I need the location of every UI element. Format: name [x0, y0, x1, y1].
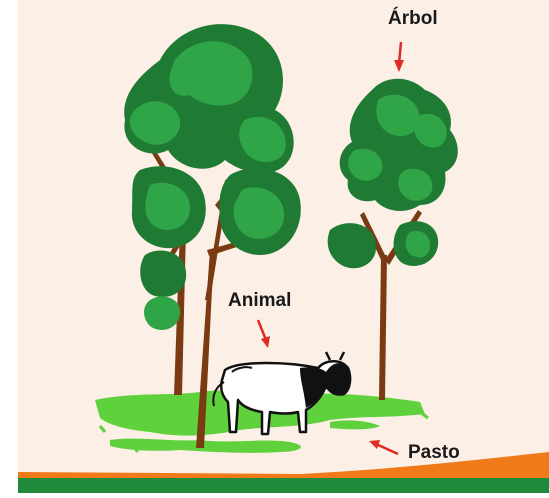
animal-label: Animal: [228, 290, 291, 312]
tree-label: Árbol: [388, 8, 438, 30]
grass-label: Pasto: [408, 442, 460, 464]
